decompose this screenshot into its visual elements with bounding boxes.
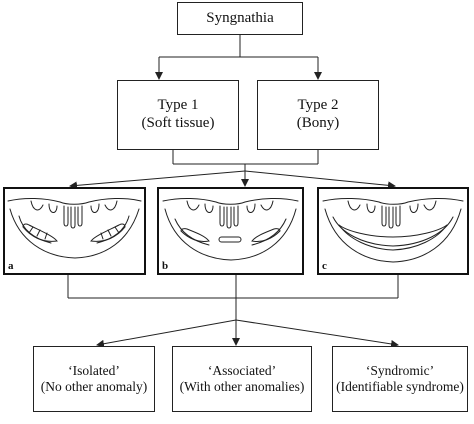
jaw-sketch-a: [7, 198, 142, 259]
associated-box: ‘Associated’ (With other anomalies): [172, 346, 312, 412]
associated-title: ‘Associated’: [207, 363, 277, 379]
root-label: Syngnathia: [206, 9, 274, 26]
panel-a-label: a: [8, 260, 14, 272]
panel-c-label: c: [322, 260, 327, 272]
arrow-to-panel-c: [244, 170, 396, 190]
panel-b-label: b: [162, 260, 169, 272]
panel-c-illustration: c: [317, 187, 469, 275]
arrow-to-panel-a: [69, 170, 246, 190]
arrow-to-isolated: [96, 319, 237, 348]
isolated-title: ‘Isolated’: [68, 363, 120, 379]
associated-subtitle: (With other anomalies): [179, 379, 305, 394]
syndromic-subtitle: (Identifiable syndrome): [336, 379, 464, 394]
type2-subtitle: (Bony): [296, 115, 340, 131]
syndromic-title: ‘Syndromic’: [365, 363, 435, 379]
type2-box: Type 2 (Bony): [257, 80, 379, 150]
isolated-subtitle: (No other anomaly): [40, 379, 148, 394]
arrow-to-syndromic: [235, 319, 399, 348]
syndromic-box: ‘Syndromic’ (Identifiable syndrome): [332, 346, 468, 412]
isolated-box: ‘Isolated’ (No other anomaly): [33, 346, 155, 412]
jaw-sketch-c: [322, 198, 464, 263]
type1-subtitle: (Soft tissue): [141, 115, 215, 131]
type2-title: Type 2: [297, 97, 339, 114]
jaw-sketch-b: [162, 198, 299, 261]
panel-a-illustration: a: [3, 187, 146, 275]
panel-b-illustration: b: [157, 187, 304, 275]
type1-box: Type 1 (Soft tissue): [117, 80, 239, 150]
type1-title: Type 1: [157, 97, 199, 114]
root-box: Syngnathia: [177, 2, 303, 35]
